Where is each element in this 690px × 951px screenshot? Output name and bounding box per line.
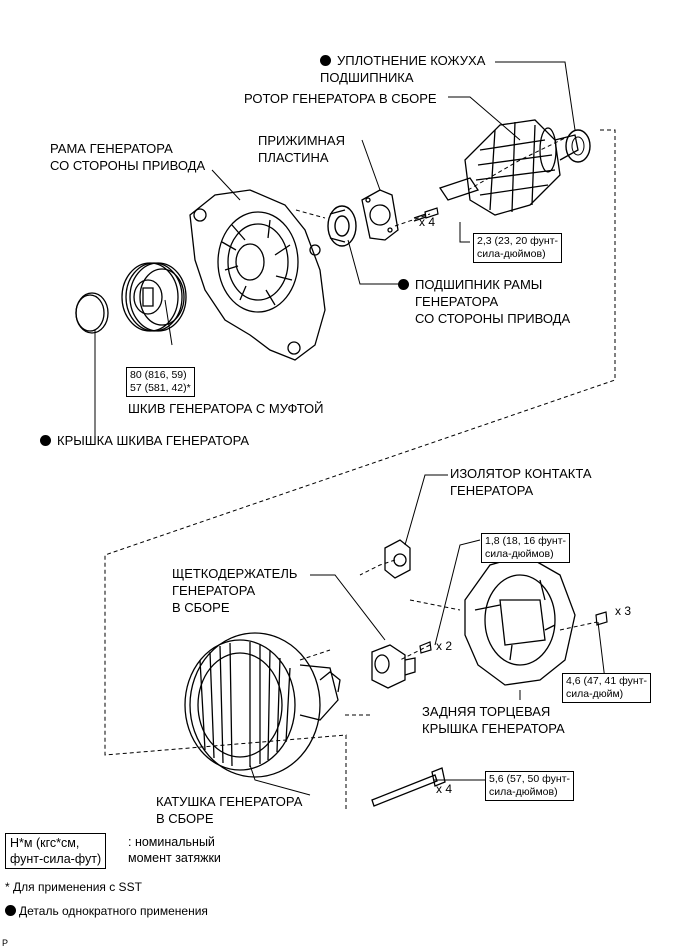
drive-end-frame-part	[189, 189, 326, 361]
terminal-insulator-part	[384, 539, 411, 579]
retainer-plate-part	[361, 189, 399, 241]
qty-through-bolts: x 4	[436, 782, 453, 796]
rotor-part	[438, 119, 579, 216]
pulley-part	[121, 262, 187, 332]
label-retainer-plate: ПРИЖИМНАЯ ПЛАСТИНА	[258, 133, 345, 165]
legend-unit-box: Н*м (кгс*см, фунт-сила-фут)	[5, 833, 107, 869]
bearing-seal-part	[565, 129, 591, 163]
brush-screw-part	[419, 641, 432, 654]
label-terminal-insulator: ИЗОЛЯТОР КОНТАКТА ГЕНЕРАТОРА	[450, 466, 592, 498]
legend-sst-note: * Для применения с SST	[5, 880, 142, 894]
retainer-screw-part	[413, 207, 439, 222]
label-stator-coil: КАТУШКА ГЕНЕРАТОРА В СБОРЕ	[156, 794, 303, 826]
torque-through-bolts: 5,6 (57, 50 фунт- сила-дюймов)	[485, 771, 574, 801]
torque-rear-cover-nuts: 4,6 (47, 41 фунт- сила-дюйм)	[562, 673, 651, 703]
qty-brush-screws: x 2	[436, 639, 453, 653]
pulley-cap-part	[75, 292, 109, 334]
qty-retainer-screws: x 4	[419, 215, 436, 229]
label-drive-frame: РАМА ГЕНЕРАТОРА СО СТОРОНЫ ПРИВОДА	[50, 141, 206, 173]
brush-holder-part	[371, 644, 416, 689]
torque-pulley-nut: 80 (816, 59) 57 (581, 42)*	[126, 367, 195, 397]
corner-mark: P	[2, 938, 9, 948]
rear-end-cover-part	[464, 554, 576, 686]
single-use-dot-icon	[40, 435, 51, 446]
label-pulley: ШКИВ ГЕНЕРАТОРА С МУФТОЙ	[128, 401, 324, 416]
rear-cover-nut-part	[595, 611, 608, 626]
single-use-dot-icon	[398, 279, 409, 290]
torque-brush-screws: 1,8 (18, 16 фунт- сила-дюймов)	[481, 533, 570, 563]
label-drive-bearing: ПОДШИПНИК РАМЫ ГЕНЕРАТОРА СО СТОРОНЫ ПРИ…	[398, 276, 570, 327]
legend-single-use: Деталь однократного применения	[5, 904, 208, 919]
stator-coil-part	[184, 632, 341, 778]
assembly-dashed-lines	[104, 129, 616, 810]
label-rotor: РОТОР ГЕНЕРАТОРА В СБОРЕ	[244, 91, 437, 106]
drive-bearing-part	[327, 205, 357, 247]
label-brush-holder: ЩЕТКОДЕРЖАТЕЛЬ ГЕНЕРАТОРА В СБОРЕ	[172, 566, 298, 615]
single-use-dot-icon	[5, 905, 16, 916]
legend-unit-description: : номинальный момент затяжки	[128, 835, 221, 865]
single-use-dot-icon	[320, 55, 331, 66]
label-bearing-seal: УПЛОТНЕНИЕ КОЖУХА ПОДШИПНИКА	[320, 53, 486, 85]
through-bolt-part	[371, 767, 446, 807]
torque-retainer-screws: 2,3 (23, 20 фунт- сила-дюймов)	[473, 233, 562, 263]
qty-rear-cover-nuts: x 3	[615, 604, 632, 618]
label-pulley-cap: КРЫШКА ШКИВА ГЕНЕРАТОРА	[40, 432, 249, 449]
label-rear-cover: ЗАДНЯЯ ТОРЦЕВАЯ КРЫШКА ГЕНЕРАТОРА	[422, 704, 565, 736]
